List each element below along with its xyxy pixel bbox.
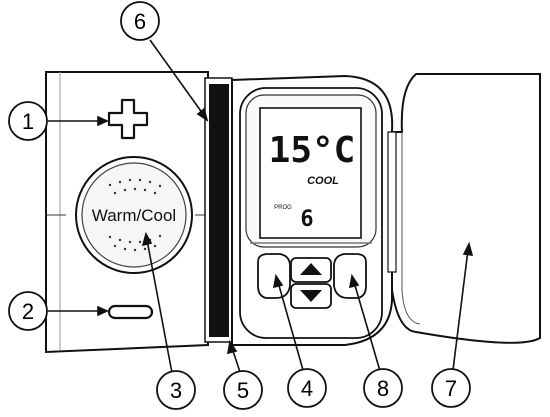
callout-6-label: 6 <box>134 9 146 34</box>
callout-2-label: 2 <box>22 299 34 324</box>
cover-door[interactable] <box>387 73 541 344</box>
callout-4: 4 <box>287 368 327 408</box>
warm-cool-label: Warm/Cool <box>92 206 176 225</box>
hinge-strip <box>204 77 233 343</box>
right-soft-button[interactable] <box>333 253 367 299</box>
callout-5-label: 5 <box>237 378 249 403</box>
warm-cool-button[interactable]: Warm/Cool <box>75 156 193 274</box>
lcd-screen: 15°C COOL PROG 6 <box>259 107 362 239</box>
callout-7: 7 <box>431 368 471 408</box>
temperature-readout: 15°C <box>269 130 356 171</box>
callout-4-label: 4 <box>301 376 313 401</box>
callout-2: 2 <box>8 291 48 331</box>
callout-5: 5 <box>223 370 263 410</box>
callout-1: 1 <box>8 101 48 141</box>
callout-8-label: 8 <box>377 376 389 401</box>
mode-readout: COOL <box>307 175 339 187</box>
callout-3-label: 3 <box>170 378 182 403</box>
up-arrow-button[interactable] <box>290 257 332 283</box>
down-arrow-button[interactable] <box>290 283 332 309</box>
callout-lines <box>48 39 474 374</box>
callout-3: 3 <box>156 370 196 410</box>
callout-1-label: 1 <box>22 109 34 134</box>
callout-6: 6 <box>120 1 160 41</box>
up-arrow-icon <box>300 263 322 275</box>
callout-7-label: 7 <box>445 376 457 401</box>
minus-icon[interactable] <box>107 304 154 320</box>
prog-label: PROG <box>274 205 292 211</box>
prog-number: 6 <box>300 207 313 232</box>
plus-icon[interactable] <box>107 98 149 140</box>
left-soft-button[interactable] <box>257 253 291 299</box>
callout-8: 8 <box>363 368 403 408</box>
down-arrow-icon <box>300 290 322 302</box>
dial-dots-bottom <box>108 234 162 252</box>
dial-dots-top <box>108 178 162 195</box>
